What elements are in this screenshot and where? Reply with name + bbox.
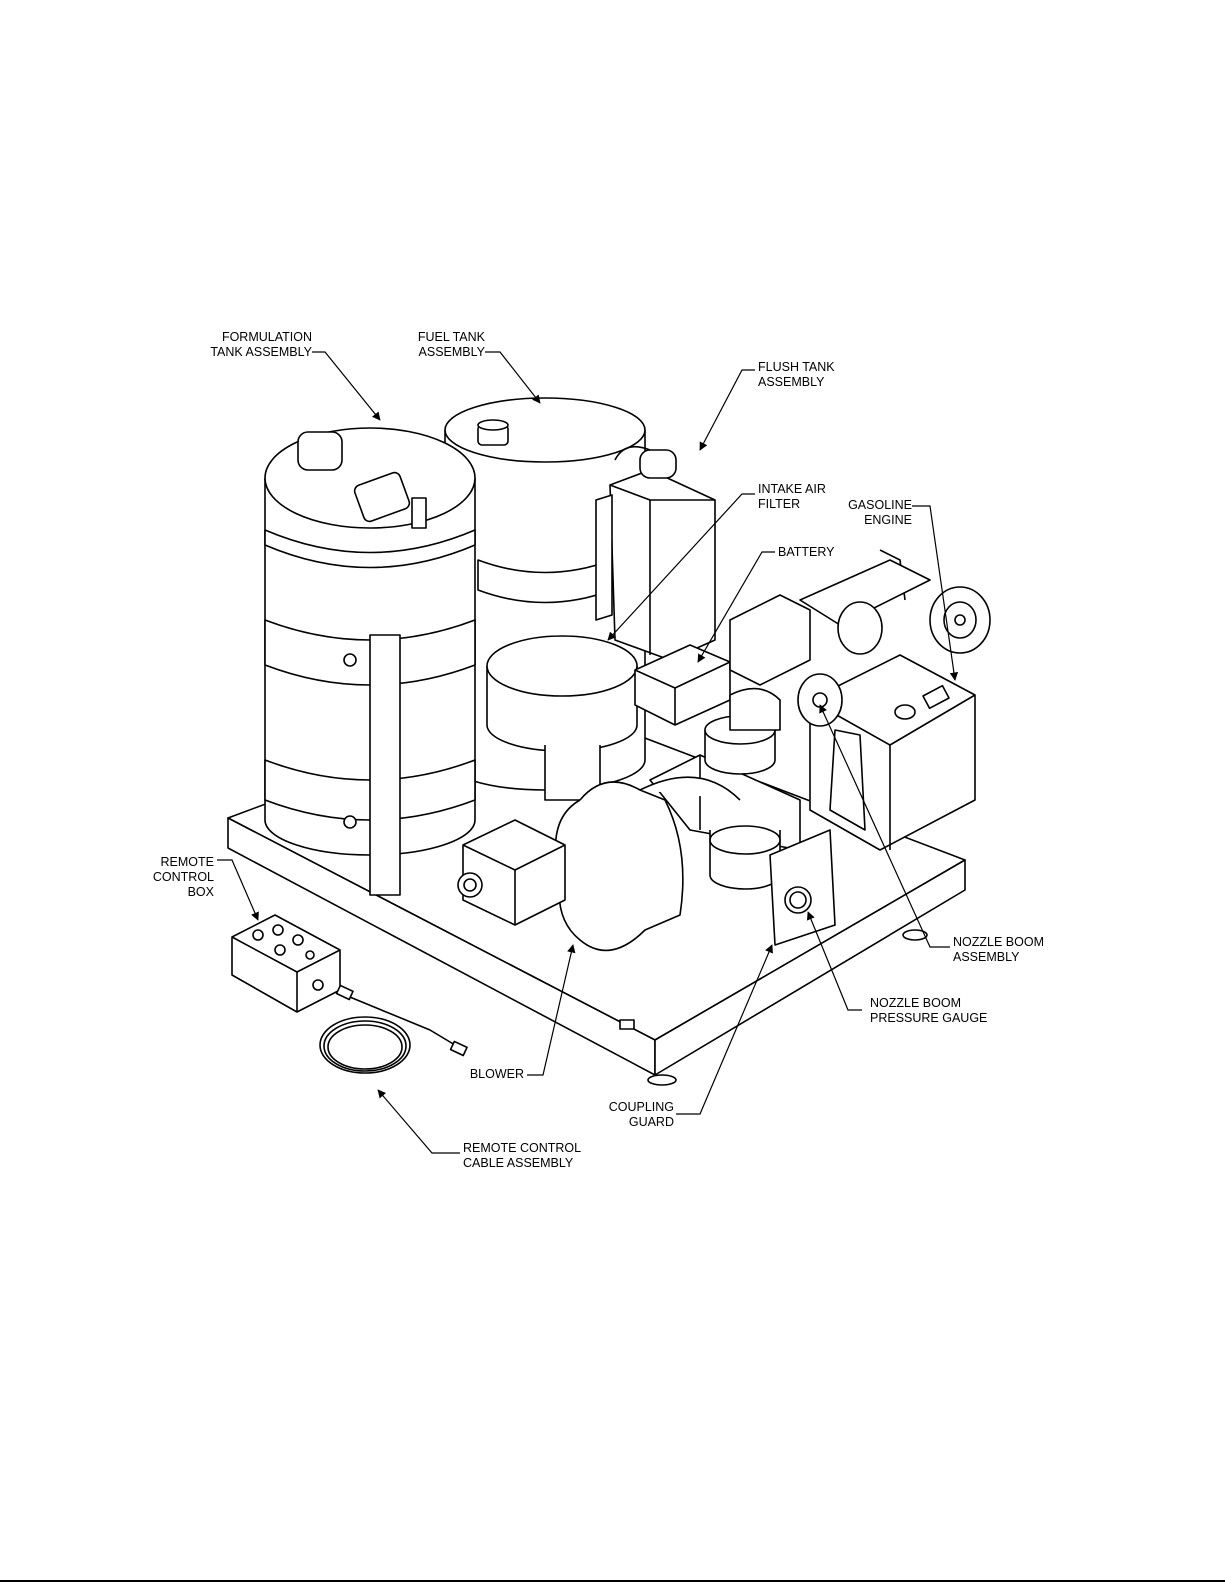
label-line: INTAKE AIR <box>758 482 848 497</box>
label-line: FLUSH TANK <box>758 360 868 375</box>
label-line: ASSEMBLY <box>385 345 485 360</box>
label-formulation-tank: FORMULATION TANK ASSEMBLY <box>186 330 312 360</box>
label-nozzle-boom-pressure-gauge: NOZZLE BOOM PRESSURE GAUGE <box>870 996 1010 1026</box>
label-line: BOX <box>140 885 214 900</box>
label-line: TANK ASSEMBLY <box>186 345 312 360</box>
label-line: BATTERY <box>778 545 868 560</box>
label-remote-control-cable: REMOTE CONTROL CABLE ASSEMBLY <box>463 1141 603 1171</box>
label-flush-tank: FLUSH TANK ASSEMBLY <box>758 360 868 390</box>
formulation-tank <box>265 428 475 895</box>
label-gasoline-engine: GASOLINE ENGINE <box>832 498 912 528</box>
label-line: PRESSURE GAUGE <box>870 1011 1010 1026</box>
pressure-gauge <box>785 887 811 913</box>
remote-control-cable <box>320 985 467 1073</box>
leader-fuel-tank <box>485 352 540 403</box>
label-fuel-tank: FUEL TANK ASSEMBLY <box>385 330 485 360</box>
page-bottom-rule <box>0 1580 1225 1582</box>
label-nozzle-boom-assembly: NOZZLE BOOM ASSEMBLY <box>953 935 1063 965</box>
label-line: NOZZLE BOOM <box>953 935 1063 950</box>
leader-remote-control-cable <box>378 1090 460 1153</box>
label-line: FUEL TANK <box>385 330 485 345</box>
label-blower: BLOWER <box>450 1067 524 1082</box>
label-line: ENGINE <box>832 513 912 528</box>
label-battery: BATTERY <box>778 545 868 560</box>
leader-flush-tank <box>700 370 755 450</box>
label-line: BLOWER <box>450 1067 524 1082</box>
remote-control-box <box>232 915 340 1012</box>
battery <box>635 645 730 725</box>
label-line: NOZZLE BOOM <box>870 996 1010 1011</box>
label-line: ASSEMBLY <box>953 950 1063 965</box>
label-line: CABLE ASSEMBLY <box>463 1156 603 1171</box>
label-line: ASSEMBLY <box>758 375 868 390</box>
label-line: GUARD <box>590 1115 674 1130</box>
label-line: COUPLING <box>590 1100 674 1115</box>
label-line: FORMULATION <box>186 330 312 345</box>
label-line: GASOLINE <box>832 498 912 513</box>
label-line: REMOTE <box>140 855 214 870</box>
label-coupling-guard: COUPLING GUARD <box>590 1100 674 1130</box>
label-line: CONTROL <box>140 870 214 885</box>
label-remote-control-box: REMOTE CONTROL BOX <box>140 855 214 900</box>
leader-formulation-tank <box>312 352 380 420</box>
leader-remote-control-box <box>217 860 258 920</box>
label-line: REMOTE CONTROL <box>463 1141 603 1156</box>
